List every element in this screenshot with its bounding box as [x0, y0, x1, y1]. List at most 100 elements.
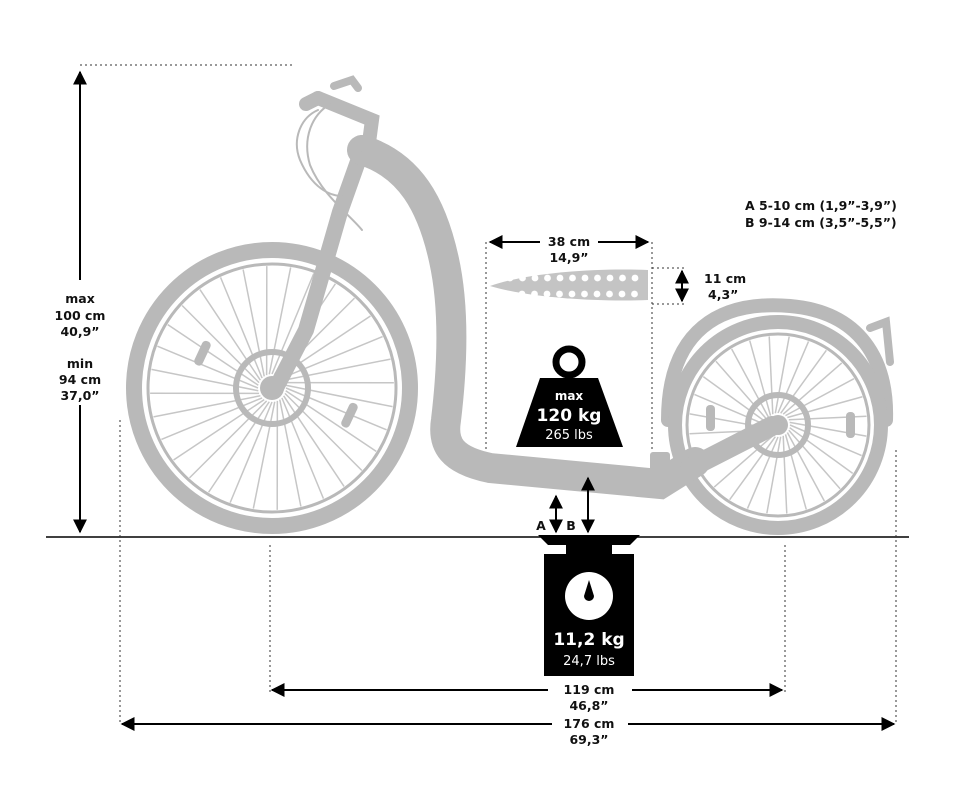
wheel-spoke	[283, 395, 345, 487]
wheel-spoke	[199, 289, 261, 381]
max-load-lbs: 265 lbs	[545, 428, 593, 443]
height-min-label: min	[67, 356, 93, 371]
wheel-spoke	[768, 336, 774, 415]
wheel-spoke	[285, 387, 387, 431]
wheel-spoke	[281, 397, 325, 499]
deck-dimensions: 38 cm 14,9” 11 cm 4,3”	[485, 234, 746, 450]
clearance-a-range: A 5-10 cm (1,9”-3,9”)	[745, 198, 897, 213]
deck-length-inches: 14,9”	[549, 250, 588, 265]
wheel-spoke	[151, 368, 259, 392]
deck-hole	[544, 274, 551, 282]
wheel-spoke	[167, 323, 259, 386]
total-length-inches: 69,3”	[569, 732, 608, 747]
deck-hole	[518, 290, 526, 298]
wheel-spoke	[181, 304, 260, 384]
clearance-legend: A 5-10 cm (1,9”-3,9”) B 9-14 cm (3,5”-5,…	[745, 198, 897, 230]
deck-hole	[606, 290, 613, 298]
deck-hole	[581, 274, 589, 282]
clearance-arrows: A B	[536, 476, 595, 534]
wheel-spoke	[782, 362, 843, 415]
wheel-spoke	[188, 400, 268, 479]
wheel-spoke	[284, 392, 363, 472]
deck-hole	[531, 274, 539, 282]
deck-hole	[619, 274, 626, 282]
wheel-spoke	[777, 341, 810, 414]
max-load-kg: 120 kg	[537, 406, 602, 426]
deck-hole	[506, 274, 514, 282]
deck-hole	[556, 290, 563, 298]
wheel-spoke	[279, 399, 302, 507]
deck-hole	[568, 290, 576, 298]
wheel-spoke	[268, 267, 292, 375]
wheel-spoke	[789, 427, 854, 474]
max-load-label: max	[555, 389, 584, 403]
wheel-spoke	[694, 393, 767, 426]
wheel-spoke	[786, 432, 825, 502]
deck-hole	[581, 290, 588, 298]
height-max-cm: 100 cm	[55, 308, 106, 323]
kick-scooter-illustration	[126, 75, 894, 535]
wheelbase-inches: 46,8”	[569, 698, 608, 713]
total-length-dimension: 176 cm 69,3”	[119, 420, 897, 747]
wheel-spoke	[729, 436, 776, 501]
height-min-inches: 37,0”	[60, 388, 99, 403]
wheel-spoke	[283, 358, 391, 381]
clearance-b-range: B 9-14 cm (3,5”-5,5”)	[745, 215, 897, 230]
height-max-label: max	[65, 291, 95, 306]
wheel-spoke	[746, 436, 779, 509]
deck-hole	[556, 274, 564, 282]
deck-length-cm: 38 cm	[548, 234, 590, 249]
frame	[268, 75, 782, 500]
wheel-spoke	[715, 360, 768, 421]
wheel-spoke	[789, 424, 862, 457]
scale-weight-icon: 11,2 kg 24,7 lbs	[538, 535, 640, 676]
clearance-b-marker: B	[566, 518, 576, 533]
wheel-spoke	[161, 397, 263, 441]
wheel-spoke	[271, 273, 315, 375]
wheel-spoke	[153, 395, 261, 418]
deck-hole	[593, 290, 601, 298]
wheel-spoke	[702, 376, 767, 423]
rear-wheel	[661, 298, 894, 535]
deck-plate	[490, 269, 648, 301]
deck-hole	[594, 274, 601, 282]
deck-hole	[531, 290, 538, 298]
wheel-spoke	[788, 429, 841, 490]
height-max-inches: 40,9”	[60, 324, 99, 339]
height-min-cm: 94 cm	[59, 372, 101, 387]
wheel-spoke	[157, 345, 259, 389]
deck-hole	[631, 290, 638, 298]
deck-hole	[543, 290, 551, 298]
wheel-spoke	[787, 396, 863, 419]
wheel-spoke	[285, 390, 377, 453]
wheel-spoke	[242, 269, 265, 377]
deck-hole	[519, 274, 526, 282]
wheel-spoke	[782, 435, 788, 514]
deck-width-cm: 11 cm	[704, 271, 746, 286]
height-dimension: max 100 cm 40,9” min 94 cm 37,0”	[55, 64, 292, 534]
wheelbase-cm: 119 cm	[564, 682, 615, 697]
wheel-spoke	[780, 349, 827, 414]
deck-hole	[631, 274, 639, 282]
scooter-weight-kg: 11,2 kg	[553, 630, 624, 650]
max-load-weight-icon: max 120 kg 265 lbs	[516, 345, 623, 447]
scooter-weight-lbs: 24,7 lbs	[563, 654, 615, 669]
wheel-spoke	[731, 348, 770, 418]
deck-hole	[569, 274, 576, 282]
total-length-cm: 176 cm	[564, 716, 615, 731]
clearance-a-marker: A	[536, 518, 546, 533]
wheel-spoke	[219, 277, 263, 379]
wheel-spoke	[766, 436, 782, 514]
deck-width-inches: 4,3”	[708, 287, 738, 302]
wheel-spoke	[173, 399, 265, 461]
wheel-spoke	[229, 401, 273, 503]
wheel-spoke	[784, 434, 807, 510]
wheel-spoke	[749, 340, 772, 416]
deck-hole	[606, 274, 614, 282]
wheelbase-dimension: 119 cm 46,8”	[269, 545, 786, 713]
wheel-spoke	[281, 335, 383, 379]
deck-hole	[618, 290, 626, 298]
front-wheel	[126, 242, 418, 534]
